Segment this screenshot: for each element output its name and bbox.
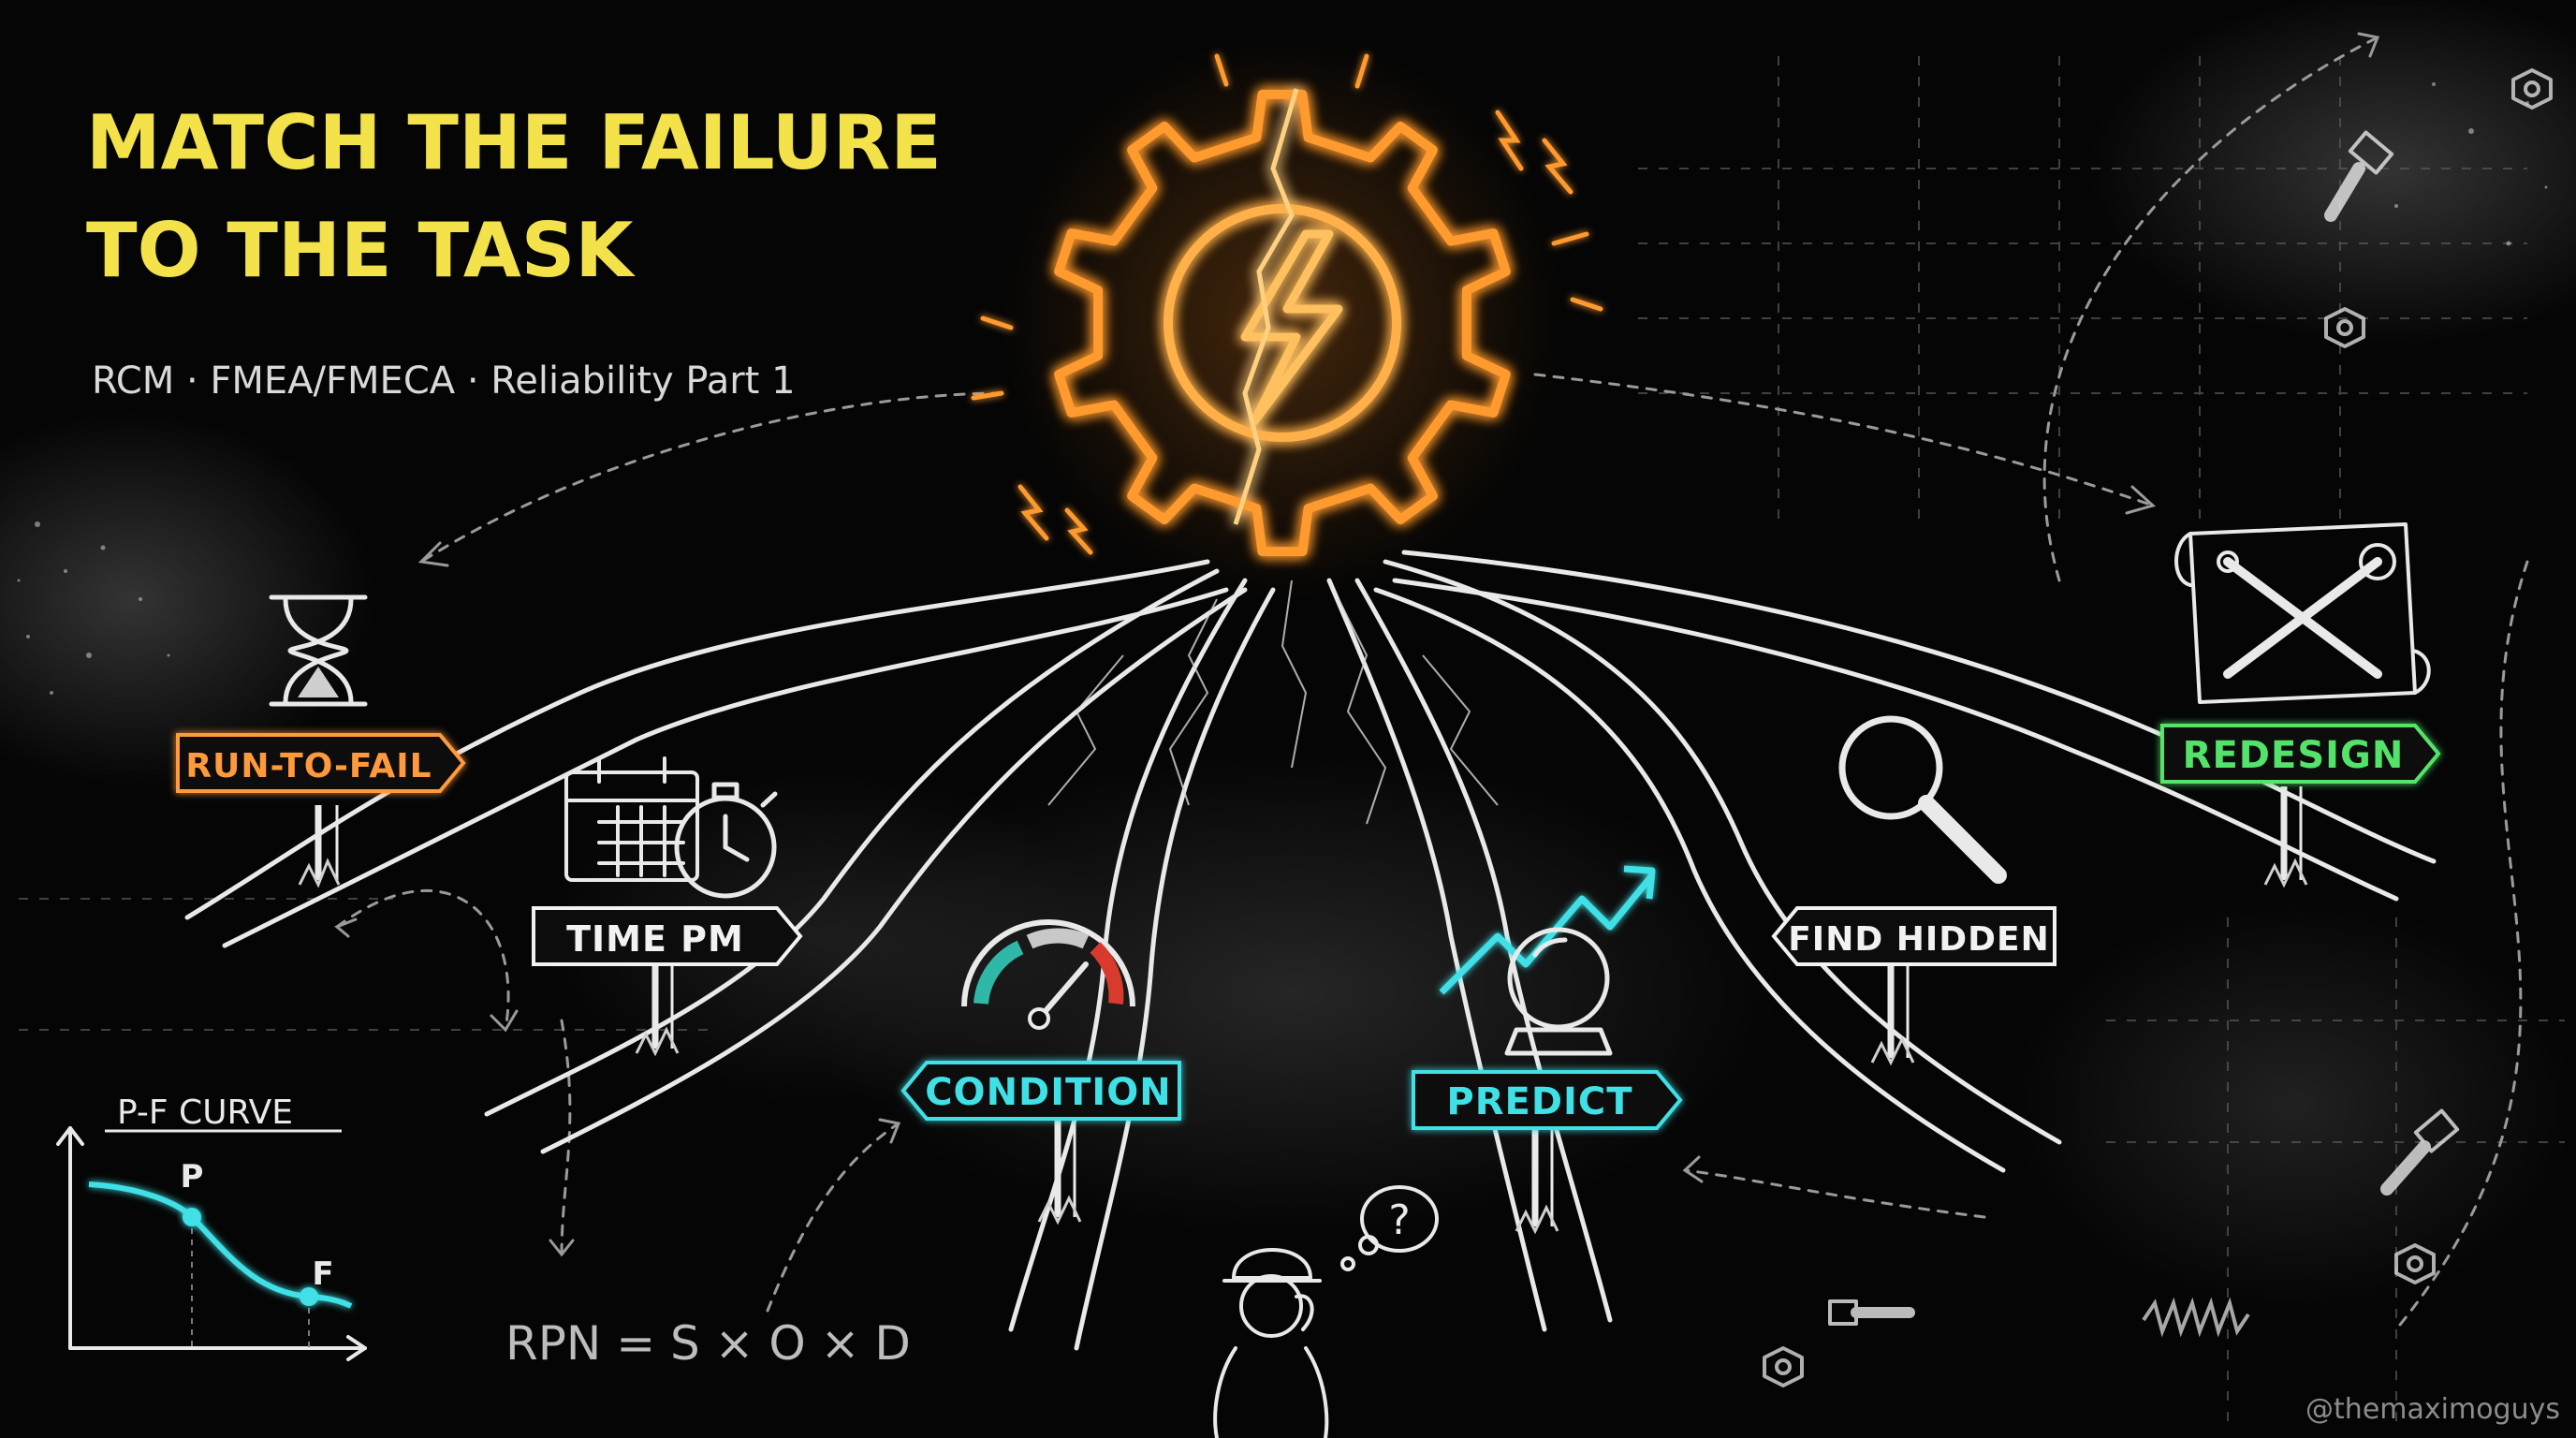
calendar-icon: [564, 756, 699, 882]
sign-condition[interactable]: CONDITION: [900, 1061, 1181, 1225]
pf-label-f: F: [312, 1255, 333, 1293]
nut-icon: [1763, 68, 2553, 1387]
dashed-arrows: [335, 36, 2529, 1331]
title-line-1: MATCH THE FAILURE: [86, 99, 942, 186]
bolt-icon: [1828, 130, 2460, 1326]
hourglass-icon: [269, 594, 368, 707]
engineer-icon: [1213, 1185, 1439, 1438]
author-credit: @themaximoguys: [2305, 1393, 2560, 1426]
sign-condition-label: CONDITION: [925, 1071, 1172, 1114]
sign-time-pm[interactable]: TIME PM: [532, 906, 803, 1057]
sign-predict-label: PREDICT: [1446, 1080, 1632, 1123]
title-block: MATCH THE FAILURE TO THE TASK RCM · FMEA…: [86, 99, 942, 403]
blueprint-tools-icon: [2174, 522, 2431, 704]
sign-time-pm-label: TIME PM: [566, 918, 744, 960]
thought-question-mark: ?: [1388, 1196, 1410, 1244]
stopwatch-icon: [674, 782, 778, 899]
gear-halo: [1002, 37, 1563, 599]
gear-sparks: [971, 53, 1603, 555]
smoke-haze: [0, 0, 2576, 1311]
title-line-2: TO THE TASK: [86, 207, 636, 294]
crystal-ball-icon: [1504, 927, 1613, 1056]
sign-redesign[interactable]: REDESIGN: [2160, 724, 2441, 888]
gauge-icon: [961, 919, 1135, 1030]
pf-point-f: [300, 1287, 318, 1306]
rpn-formula: RPN = S × O × D: [505, 1316, 911, 1371]
pf-curve-chart: P-F CURVE P F: [56, 1093, 367, 1361]
arrow-heads: [334, 32, 2380, 1257]
pf-curve-title: P-F CURVE: [117, 1093, 293, 1132]
broken-gear-lightning-icon: [1054, 88, 1511, 557]
sign-find-hidden[interactable]: FIND HIDDEN: [1771, 906, 2056, 1066]
road-cracks: [1047, 580, 1499, 825]
pf-label-p: P: [181, 1158, 204, 1196]
sign-predict[interactable]: PREDICT: [1412, 1070, 1683, 1235]
sign-redesign-label: REDESIGN: [2183, 734, 2405, 777]
dashed-grid: [19, 56, 2565, 1423]
magnifier-icon: [1838, 715, 2007, 884]
sign-run-to-fail[interactable]: RUN-TO-FAIL: [176, 733, 466, 888]
pf-point-p: [183, 1208, 201, 1226]
sign-find-hidden-label: FIND HIDDEN: [1788, 920, 2050, 959]
sign-run-to-fail-label: RUN-TO-FAIL: [185, 747, 432, 785]
spring-icon: [2142, 1297, 2250, 1338]
subtitle: RCM · FMEA/FMECA · Reliability Part 1: [92, 360, 796, 403]
